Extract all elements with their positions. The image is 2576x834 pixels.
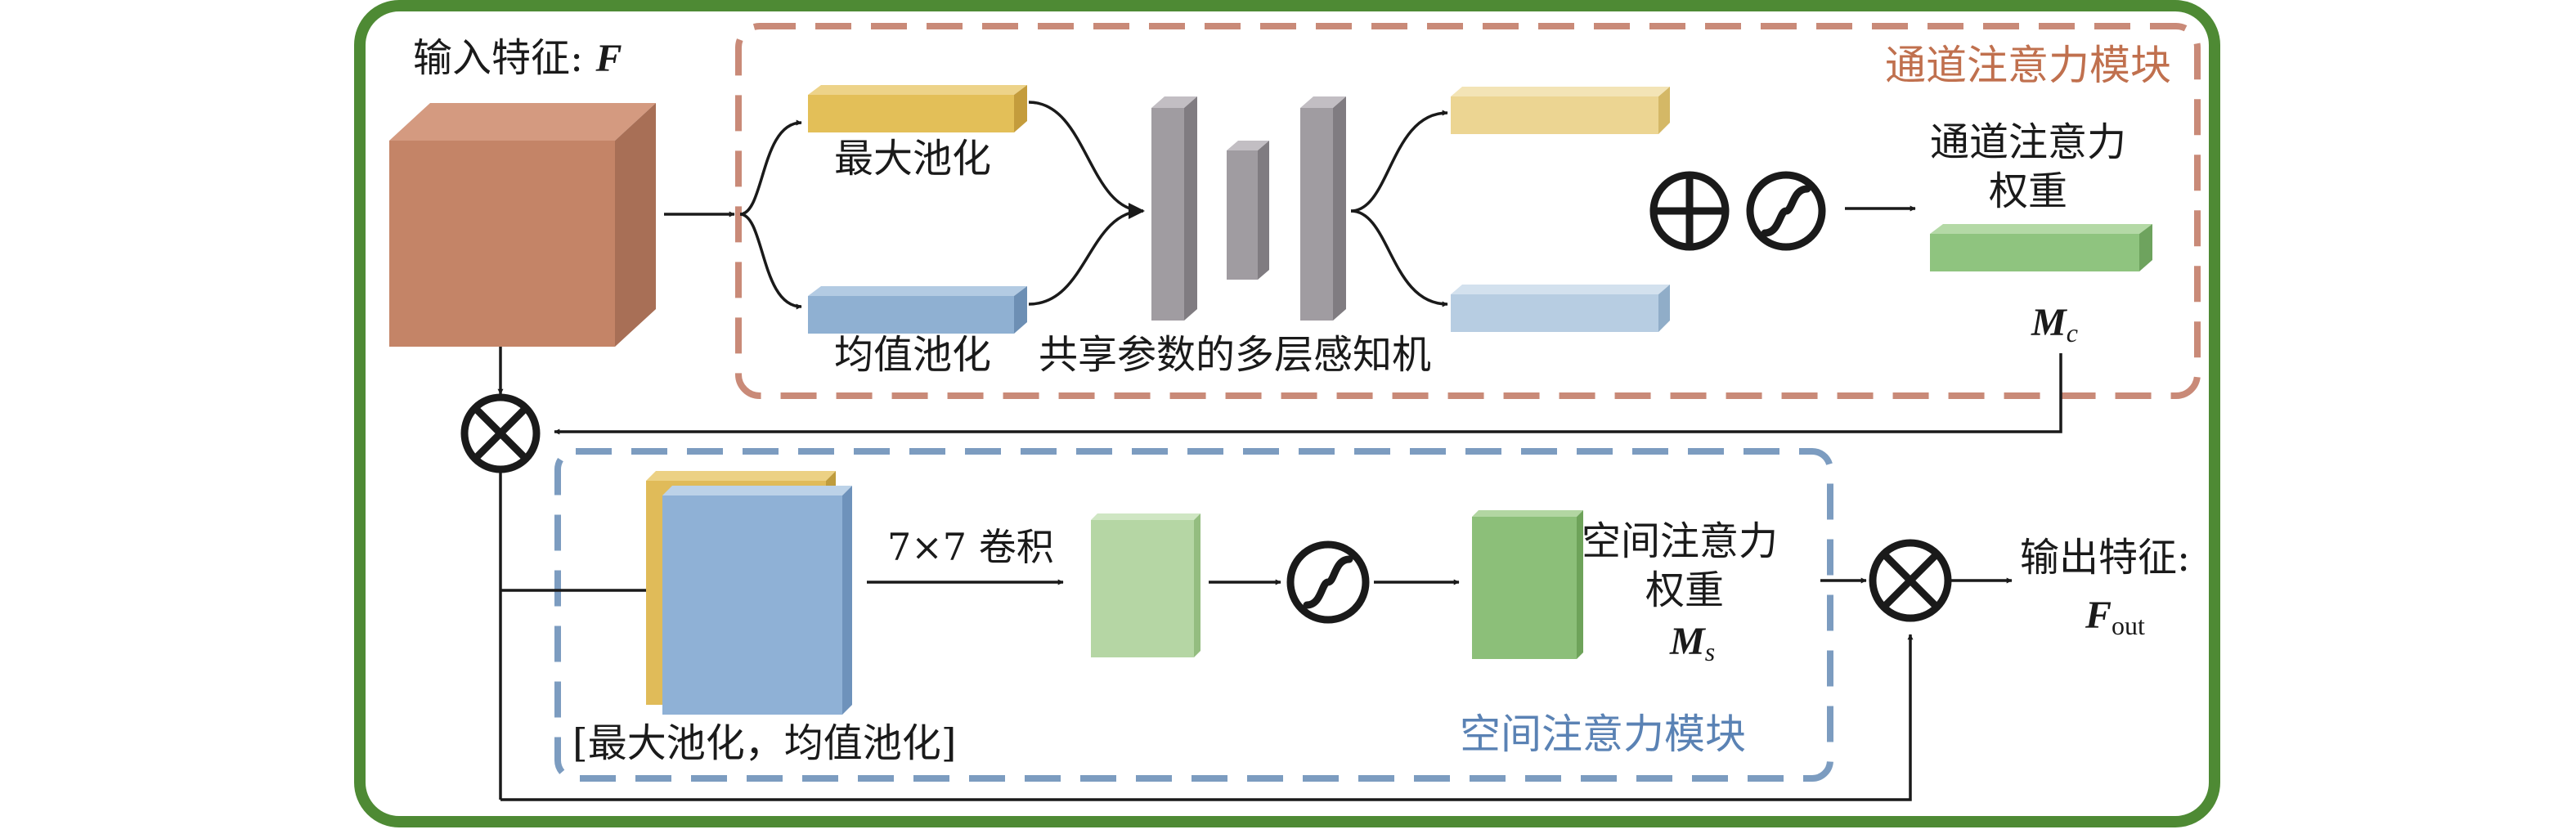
conv-output-top <box>1091 513 1200 520</box>
cube-side <box>615 103 656 347</box>
channel-weight-label-2: 权重 <box>1989 168 2067 214</box>
output-feature-label: 输出特征: <box>2020 535 2190 581</box>
mc-main: M <box>2031 301 2068 344</box>
outer-frame <box>354 0 2220 827</box>
conv-output-map <box>1091 513 1200 657</box>
conv-output-front <box>1091 520 1194 657</box>
spatial-weight-top <box>1472 510 1583 517</box>
pool-concat-stack <box>646 471 852 715</box>
mlp-3-front <box>1300 108 1333 321</box>
mlp-layer-1 <box>1151 96 1197 321</box>
mlp-output-avg-top <box>1451 285 1670 294</box>
mlp-1-side <box>1184 96 1197 321</box>
mlp-output-avg-side <box>1658 285 1670 332</box>
ms-symbol: Ms <box>1669 620 1715 666</box>
fout-main: F <box>2085 594 2112 637</box>
circle-times-icon-2 <box>1869 539 1952 622</box>
curve-mlp-to-top <box>1350 110 1448 213</box>
circle-times-icon-1 <box>460 393 541 473</box>
avg-pool-bar <box>808 286 1027 334</box>
mlp-layer-2 <box>1227 141 1269 280</box>
ms-sub: s <box>1705 637 1715 666</box>
spatial-weight-label-2: 权重 <box>1645 567 1724 613</box>
mlp-output-max-bar <box>1451 87 1670 134</box>
max-pool-top <box>808 85 1027 95</box>
channel-weight-top <box>1930 224 2152 234</box>
mlp-2-side <box>1258 141 1269 280</box>
avg-pool-side <box>1014 286 1027 334</box>
spatial-weight-map <box>1472 510 1583 659</box>
input-feature-text: 输入特征: <box>413 35 595 81</box>
mlp-layer-3 <box>1300 96 1346 321</box>
mlp-3-side <box>1333 96 1346 321</box>
fout-sub: out <box>2112 611 2145 640</box>
input-feature-label: 输入特征: F <box>413 35 622 81</box>
cube-top <box>389 103 656 141</box>
max-pool-side <box>1014 85 1027 132</box>
max-pool-label: 最大池化 <box>834 136 991 182</box>
spatial-weight-label-1: 空间注意力 <box>1582 518 1778 564</box>
split-curve-top <box>739 119 802 216</box>
channel-weight-front <box>1930 234 2139 271</box>
max-pool-bar <box>808 85 1027 132</box>
cube-front <box>389 141 615 347</box>
spatial-module-title: 空间注意力模块 <box>1460 711 1746 758</box>
mlp-output-max-front <box>1451 96 1658 134</box>
pool-concat-label: [最大池化，均值池化] <box>572 720 956 766</box>
residual-line-bottom <box>500 634 1914 801</box>
channel-weight-side <box>2139 224 2152 271</box>
fout-symbol: Fout <box>2085 594 2145 640</box>
mlp-output-max-top <box>1451 87 1670 96</box>
curve-avg-to-mlp <box>1028 209 1144 306</box>
stack-yellow-top <box>646 471 836 481</box>
ms-main: M <box>1669 620 1707 663</box>
spatial-module-box <box>554 448 1833 782</box>
spatial-weight-front <box>1472 517 1577 659</box>
stack-blue-top <box>662 486 852 495</box>
avg-pool-top <box>808 286 1027 296</box>
input-feature-symbol: F <box>595 37 622 80</box>
curve-mlp-to-bottom <box>1350 209 1448 307</box>
avg-pool-front <box>808 296 1014 334</box>
stack-blue-side <box>842 486 852 715</box>
avg-pool-label: 均值池化 <box>834 332 991 378</box>
channel-weight-label-1: 通道注意力 <box>1930 119 2126 165</box>
shared-mlp-label: 共享参数的多层感知机 <box>1039 332 1431 378</box>
feedback-line-mc <box>554 353 2062 435</box>
mlp-3-top <box>1300 96 1346 108</box>
mlp-1-front <box>1151 108 1184 321</box>
curve-max-to-mlp <box>1028 101 1145 219</box>
max-pool-front <box>808 95 1014 132</box>
mlp-output-max-side <box>1658 87 1670 134</box>
sigmoid-icon-channel <box>1746 171 1826 251</box>
mlp-2-top <box>1227 141 1269 150</box>
spatial-weight-side <box>1577 510 1583 659</box>
conv-label: 7×7 卷积 <box>887 525 1054 569</box>
stack-blue-front <box>662 495 842 715</box>
split-curve-bottom <box>739 213 802 310</box>
circle-plus-icon <box>1649 171 1730 251</box>
mlp-1-top <box>1151 96 1197 108</box>
channel-weight-bar <box>1930 224 2152 271</box>
input-feature-cube <box>389 103 656 347</box>
mc-sub: c <box>2067 318 2078 348</box>
conv-output-side <box>1194 513 1200 657</box>
mlp-2-front <box>1227 150 1258 280</box>
channel-module-title: 通道注意力模块 <box>1885 42 2171 89</box>
mc-symbol: Mc <box>2031 301 2078 348</box>
mlp-output-avg-bar <box>1451 285 1670 332</box>
mlp-output-avg-front <box>1451 294 1658 332</box>
sigmoid-icon-spatial <box>1286 540 1370 624</box>
channel-module-box <box>735 23 2201 399</box>
